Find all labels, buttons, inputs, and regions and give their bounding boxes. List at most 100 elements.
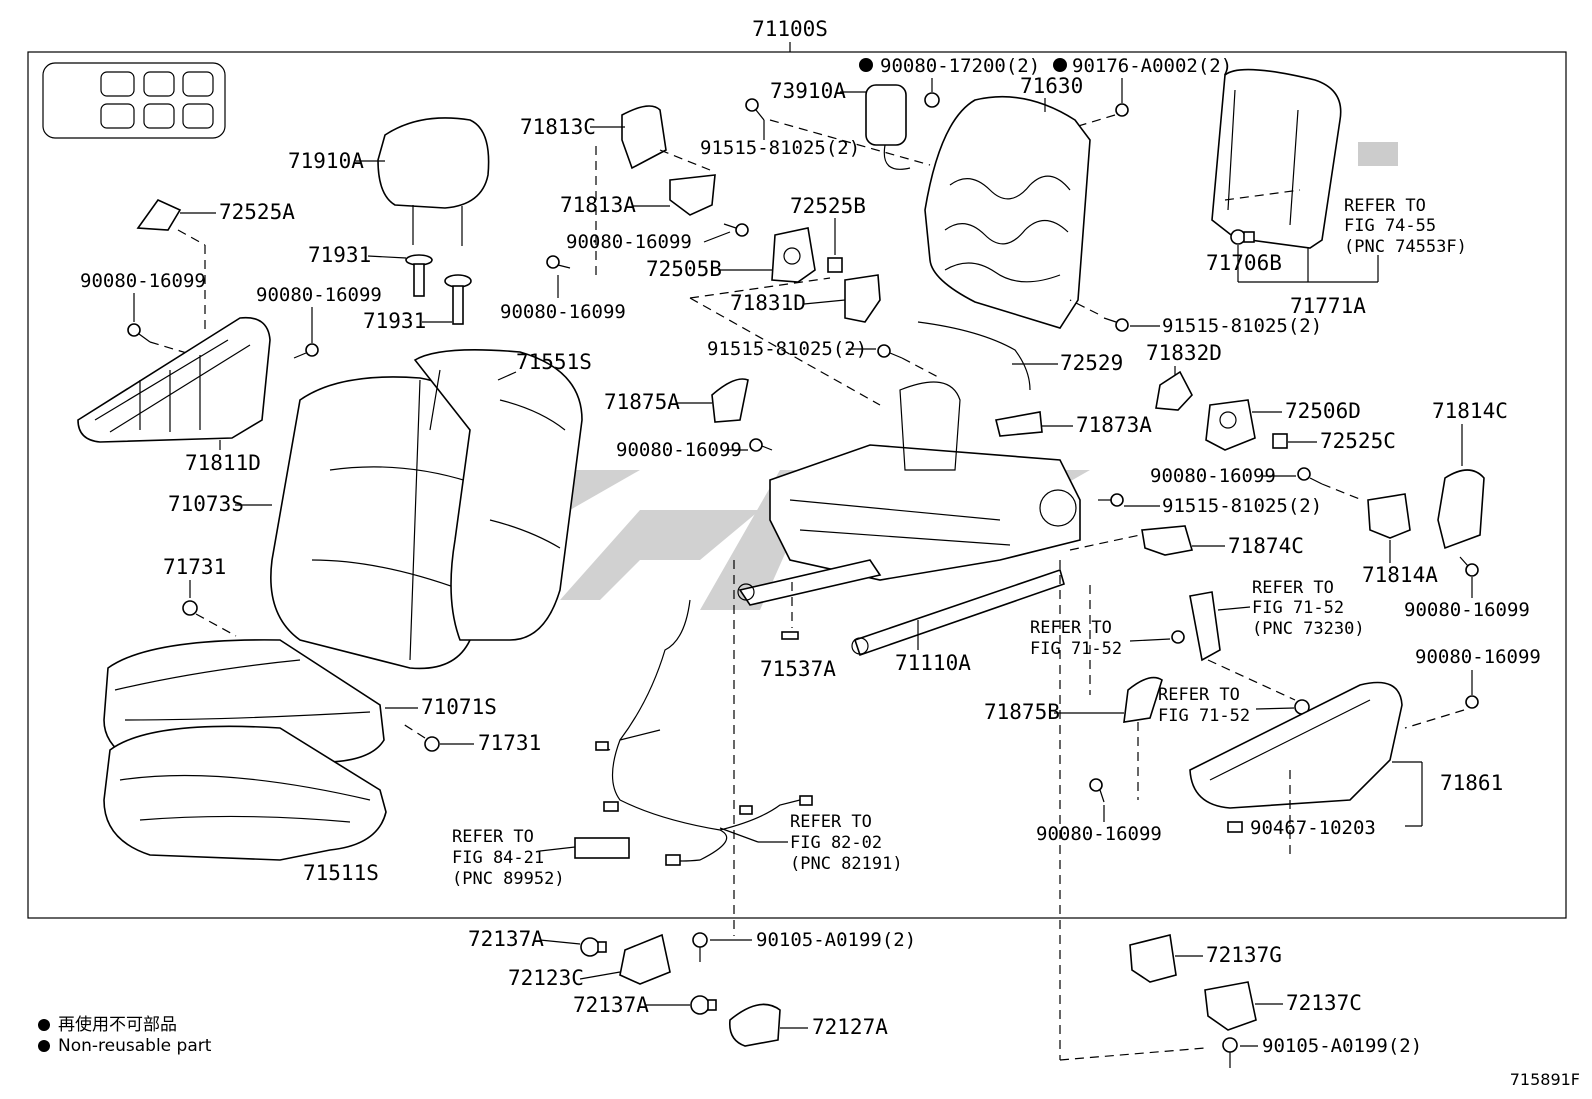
label-screw-72505: 90080-16099 (500, 301, 626, 323)
legend-line-2: Non-reusable part (38, 1036, 211, 1056)
release-cable-shape (917, 321, 1031, 391)
bracket-71875b-shape (1123, 676, 1163, 723)
seatback-board-shape (1211, 68, 1398, 249)
label-clip-72137a-1: 72137A (468, 927, 544, 951)
ref-8421-line3: (PNC 89952) (452, 869, 565, 889)
bracket-71831d-shape (844, 274, 881, 323)
cover-72525a-shape (136, 198, 182, 231)
label-back-frame: 71630 (1020, 74, 1083, 98)
label-adjuster: 71110A (895, 651, 971, 675)
clip-90467-icon (1227, 821, 1243, 833)
label-cover-72525b: 72525B (790, 194, 866, 218)
nut-icon (1115, 103, 1129, 117)
label-bracket-71814a: 71814A (1362, 563, 1438, 587)
bolt-icon (1103, 317, 1129, 332)
non-reusable-dot-icon (38, 1019, 50, 1031)
bolt-icon (877, 344, 903, 359)
ref-7455-line1: REFER TO (1344, 196, 1426, 216)
recliner-left-shape (771, 227, 816, 283)
wire-harness-shape (595, 599, 813, 866)
label-cable: 72529 (1060, 351, 1123, 375)
seatback-cover-shape (270, 376, 489, 670)
shield-outer-shape (1189, 681, 1403, 809)
label-screw-left-b: 90080-16099 (256, 284, 382, 306)
label-screw-left-a: 90080-16099 (80, 270, 206, 292)
label-guide-upper: 71931 (308, 243, 371, 267)
label-bracket-71875b: 71875B (984, 700, 1060, 724)
ref-7455-line3: (PNC 74553F) (1344, 237, 1467, 257)
label-headrest: 71910A (288, 149, 364, 173)
label-back-pad: 71551S (516, 350, 592, 374)
screw-icon (1297, 467, 1323, 485)
headrest-shape (377, 117, 490, 246)
label-recliner-right: 72506D (1285, 399, 1361, 423)
label-cover-72127a: 72127A (812, 1015, 888, 1039)
nut-icon (1171, 630, 1185, 644)
label-screw-71813: 90080-16099 (566, 231, 692, 253)
clip-icon (182, 600, 198, 616)
legend-line-1: 再使用不可部品 (38, 1010, 177, 1035)
bracket-71875a-shape (711, 378, 749, 423)
cover-72127a-shape (728, 1003, 781, 1047)
label-cover-72123c: 72123C (508, 966, 584, 990)
ref-8421-line2: FIG 84-21 (452, 848, 544, 868)
ref-7152c-line1: REFER TO (1158, 685, 1240, 705)
label-clip-mid: 71731 (478, 731, 541, 755)
label-bolt-91515-d: 91515-81025(2) (1162, 495, 1322, 517)
seat-frame-shape (769, 381, 1081, 581)
assembly-number: 71100S (752, 17, 828, 41)
label-lumbar: 73910A (770, 79, 846, 103)
non-reusable-dot-icon (38, 1040, 50, 1052)
non-reusable-dot-icon (1053, 58, 1067, 72)
label-bolt-90105-b: 90105-A0199(2) (1262, 1035, 1422, 1057)
ref-8202-line3: (PNC 82191) (790, 854, 903, 874)
label-board: 71771A (1290, 294, 1366, 318)
cover-72525b-shape (827, 257, 843, 273)
bracket-71832d-shape (1155, 370, 1193, 411)
clip-icon (424, 736, 440, 752)
label-bolt-91515-b: 91515-81025(2) (1162, 315, 1322, 337)
label-clip-90467: 90467-10203 (1250, 817, 1376, 839)
seat-adjuster-shape (737, 559, 1065, 657)
cushion-pad-shape (103, 725, 387, 861)
label-screw-71875a: 90080-16099 (616, 439, 742, 461)
bolt-icon (1222, 1037, 1238, 1068)
screw-icon (1459, 556, 1479, 577)
ref-7455-line2: FIG 74-55 (1344, 216, 1436, 236)
label-screw-right-mid: 90080-16099 (1150, 465, 1276, 487)
label-cover-72525a: 72525A (219, 200, 295, 224)
label-cover-71813c: 71813C (520, 115, 596, 139)
label-screw-71861: 90080-16099 (1415, 646, 1541, 668)
ref-7152b-line1: REFER TO (1030, 618, 1112, 638)
recliner-right-shape (1205, 399, 1256, 451)
label-screw-71814: 90080-16099 (1404, 599, 1530, 621)
label-back-cover: 71073S (168, 492, 244, 516)
bracket-71813a-shape (669, 174, 716, 216)
label-nut-90176: 90176-A0002(2) (1072, 55, 1232, 77)
lumbar-support-shape (865, 84, 911, 170)
screw-icon (546, 255, 571, 269)
label-shield-inner: 71811D (185, 451, 261, 475)
label-bracket-71832d: 71832D (1146, 341, 1222, 365)
label-guide-lower: 71931 (363, 309, 426, 333)
screw-icon (1089, 778, 1105, 803)
ref-7152c-line2: FIG 71-52 (1158, 706, 1250, 726)
bolt-icon (745, 98, 765, 121)
screw-icon (749, 438, 773, 452)
label-clip-71537a: 71537A (760, 657, 836, 681)
cover-72137c-shape (1204, 981, 1257, 1031)
label-clip-top: 71731 (163, 555, 226, 579)
headrest-guide-icon (405, 254, 472, 325)
bolt-icon (1098, 493, 1124, 507)
label-clip-72137a-2: 72137A (573, 993, 649, 1017)
label-nut-90080: 90080-17200(2) (880, 55, 1040, 77)
board-clip-icon (1230, 229, 1255, 245)
label-bolt-91515-a: 91515-81025(2) (700, 137, 860, 159)
nut-icon (924, 92, 940, 108)
label-cover-72137c: 72137C (1286, 991, 1362, 1015)
label-shield-outer: 71861 (1440, 771, 1503, 795)
legend-text-jp: 再使用不可部品 (58, 1015, 177, 1035)
label-bracket-71813a: 71813A (560, 193, 636, 217)
cover-72525c-shape (1272, 433, 1288, 449)
